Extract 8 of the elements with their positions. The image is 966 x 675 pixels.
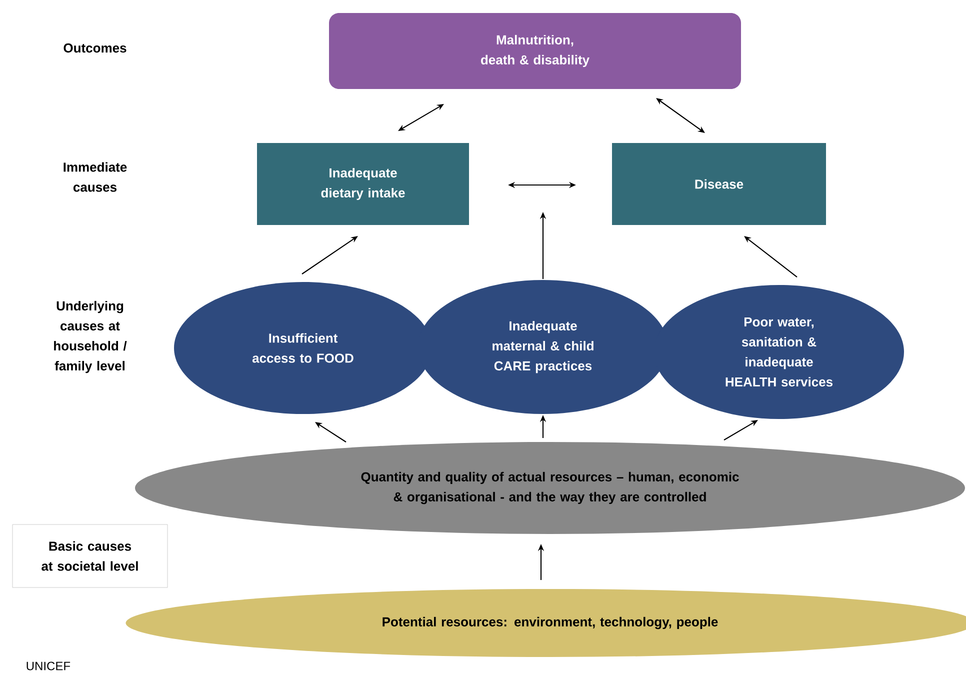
level-label: UNICEF — [26, 662, 70, 670]
level-label: Immediate causes — [64, 162, 127, 192]
outcome-box: Malnutrition, death & disability — [329, 13, 741, 89]
cause-box: Inadequate dietary intake — [257, 143, 469, 225]
caption-box: Basic causes at societal level — [12, 524, 168, 588]
cause-box: Disease — [612, 143, 826, 225]
level-label: Outcomes — [64, 43, 126, 53]
level-label: Underlying causes at household / family level — [54, 300, 127, 374]
